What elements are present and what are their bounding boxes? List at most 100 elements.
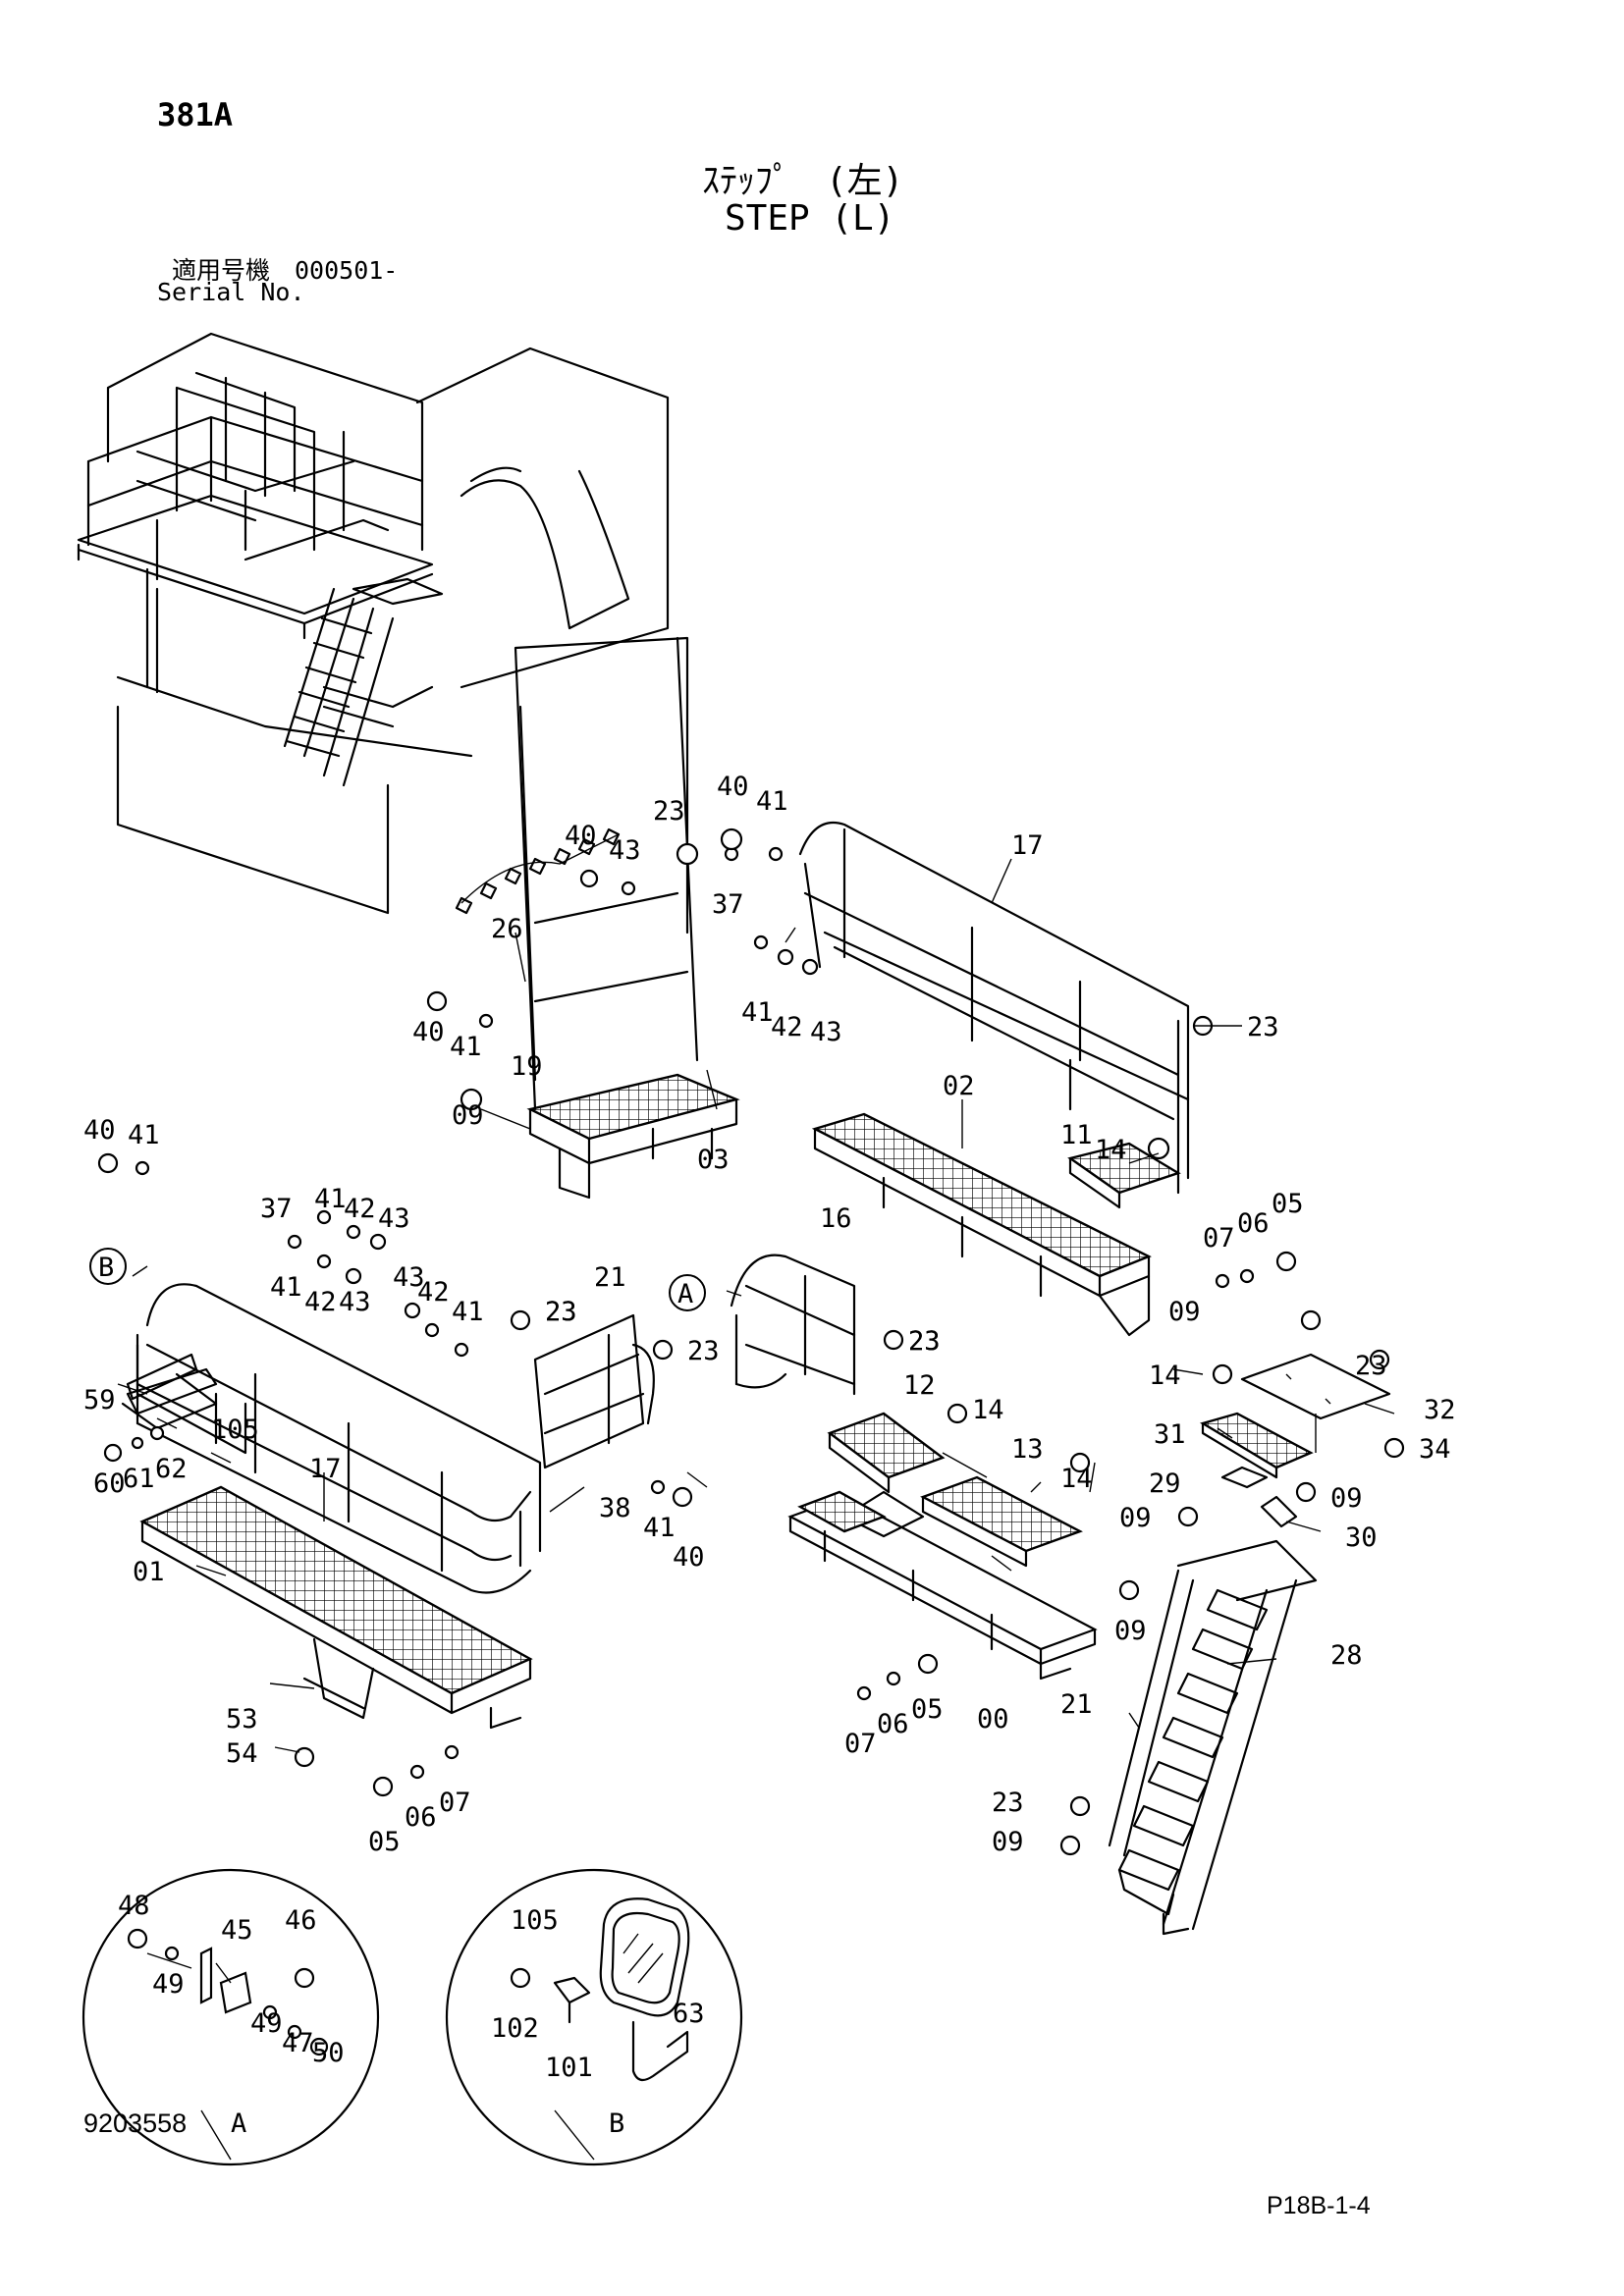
detail-circle-b [445, 1868, 743, 2166]
part-label: 60 [93, 1468, 126, 1499]
leader-lines [117, 858, 1395, 1753]
part-label: 00 [977, 1704, 1009, 1735]
part-label: 41 [643, 1513, 676, 1543]
part-label: 50 [312, 2038, 345, 2068]
part-label: 23 [1355, 1351, 1387, 1381]
part-label: 23 [687, 1336, 720, 1366]
part-label: 54 [226, 1738, 258, 1769]
part-label: 41 [314, 1184, 347, 1214]
page-reference: P18B-1-4 [1267, 2192, 1371, 2219]
part-label: 42 [304, 1287, 337, 1317]
part-label: 37 [712, 889, 744, 920]
part-label: 61 [123, 1464, 155, 1494]
drawing-number: 9203558 [83, 2109, 188, 2138]
part-label: 46 [285, 1905, 317, 1936]
part-label: 05 [911, 1694, 944, 1725]
part-label: 09 [992, 1827, 1024, 1857]
part-label: 43 [609, 835, 641, 866]
page-number: 381A [157, 96, 234, 133]
part-label: 43 [393, 1262, 425, 1293]
part-label: 43 [378, 1203, 410, 1234]
part-label: 09 [1330, 1483, 1363, 1514]
part-label: 14 [972, 1395, 1004, 1425]
part-label: 31 [1154, 1419, 1186, 1450]
part-label: 05 [368, 1827, 401, 1857]
part-label: 12 [903, 1370, 936, 1401]
part-number-labels: 40 43 23 40 41 17 26 37 40 41 41 42 43 2… [83, 772, 1456, 2083]
part-label: 53 [226, 1704, 258, 1735]
step-panel-31-assembly [1200, 1353, 1391, 1528]
step-panel-02-assembly [811, 1112, 1181, 1337]
handrail-18 [798, 821, 1190, 1195]
part-label: 42 [771, 1012, 803, 1042]
part-label: 43 [339, 1287, 371, 1317]
part-label: 102 [491, 2013, 539, 2044]
part-label: 41 [128, 1120, 160, 1150]
part-label: 09 [1114, 1616, 1147, 1646]
part-label: 03 [697, 1145, 730, 1175]
part-label: 07 [844, 1729, 877, 1759]
part-label: 09 [452, 1100, 484, 1131]
stair-ladder-21-28 [1108, 1539, 1318, 1936]
part-label: 62 [155, 1454, 188, 1484]
part-label: 32 [1424, 1395, 1456, 1425]
title-english: STEP (L) [725, 198, 895, 239]
part-label: 29 [1149, 1468, 1181, 1499]
part-label: 23 [545, 1297, 577, 1327]
part-label: 21 [594, 1262, 626, 1293]
part-label: 07 [1203, 1223, 1235, 1254]
callout-circle-a [669, 1274, 706, 1311]
part-label: 43 [810, 1017, 842, 1047]
part-label: 23 [545, 1297, 577, 1327]
machine-overview-illustration [77, 332, 670, 915]
part-label: 02 [943, 1071, 975, 1101]
detail-circle-a [81, 1868, 380, 2166]
callout-letter-b: B [98, 1253, 114, 1283]
part-label: 45 [221, 1915, 253, 1946]
part-label: 16 [820, 1203, 852, 1234]
serial-label-english: Serial No. [157, 278, 305, 306]
part-label: 48 [118, 1891, 150, 1921]
part-label: 09 [1168, 1297, 1201, 1327]
part-label: 41 [452, 1297, 484, 1327]
part-label: 47 [282, 2028, 314, 2058]
part-label: 01 [133, 1557, 165, 1587]
part-label: 17 [1011, 830, 1044, 861]
part-label: 41 [270, 1272, 302, 1303]
part-label: 105 [211, 1415, 259, 1445]
part-label: 23 [908, 1326, 941, 1357]
part-label: 21 [1060, 1689, 1093, 1720]
part-label: 40 [717, 772, 749, 802]
part-label: 07 [439, 1788, 471, 1818]
part-label: 40 [565, 821, 597, 851]
part-label: 37 [260, 1194, 293, 1224]
part-label: 28 [1330, 1640, 1363, 1671]
part-label: 26 [491, 914, 523, 944]
serial-label-japanese: 適用号機 000501- [172, 256, 399, 285]
title-japanese: ｽﾃｯﾌﾟ (左) [702, 161, 904, 201]
part-label: 40 [412, 1017, 445, 1047]
part-label: 49 [152, 1969, 185, 2000]
detail-label-a: A [231, 2109, 246, 2139]
part-label: 34 [1419, 1434, 1451, 1465]
fastener-marks [97, 828, 1405, 1856]
part-label: 42 [344, 1194, 376, 1224]
part-label: 05 [1272, 1189, 1304, 1219]
callout-circle-b [89, 1248, 127, 1285]
part-label: 42 [417, 1277, 450, 1308]
step-panel-03-assembly [455, 636, 740, 1200]
part-label: 41 [741, 997, 774, 1028]
part-label: 23 [908, 1326, 941, 1357]
part-label: 14 [1149, 1361, 1181, 1391]
part-label: 19 [511, 1051, 543, 1082]
part-label: 06 [1237, 1208, 1270, 1239]
part-label: 30 [1345, 1522, 1378, 1553]
part-label: 41 [450, 1032, 482, 1062]
part-label: 17 [309, 1454, 342, 1484]
handrail-17-assembly [121, 1283, 655, 1730]
detail-callout-lines [200, 2109, 595, 2161]
part-label: 59 [83, 1385, 116, 1415]
part-label: 101 [545, 2053, 593, 2083]
part-label: 06 [405, 1802, 437, 1833]
part-label: 38 [599, 1493, 631, 1523]
